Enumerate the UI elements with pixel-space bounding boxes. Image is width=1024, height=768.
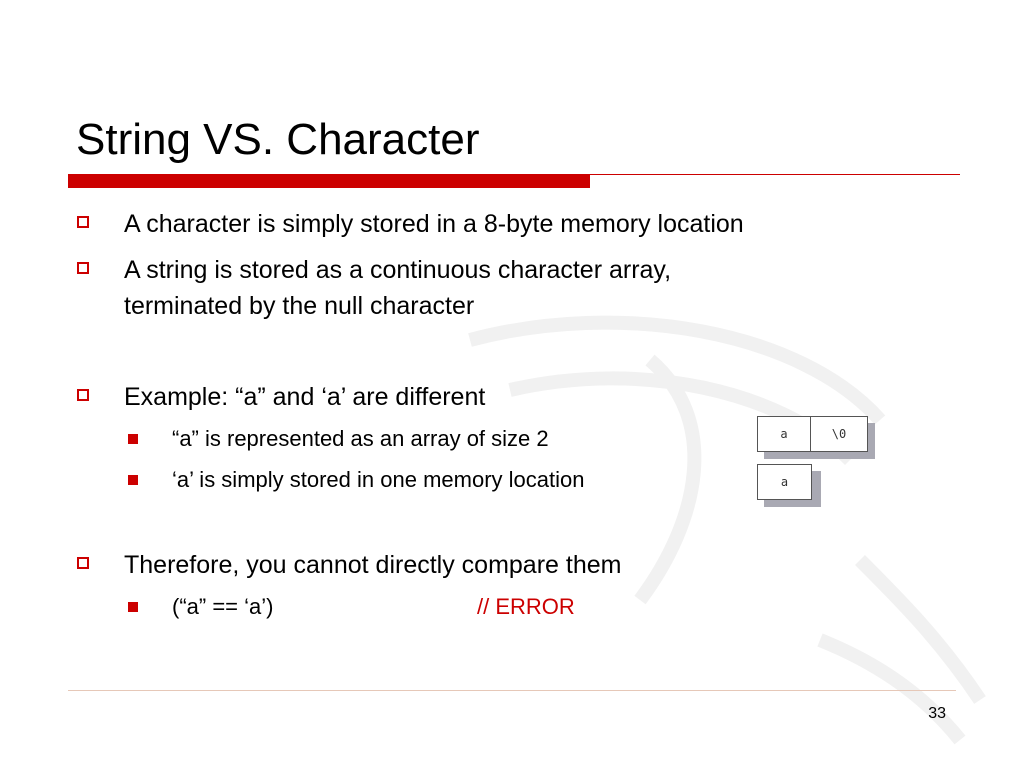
bullet-text: Example: “a” and ‘a’ are different bbox=[124, 383, 486, 411]
filled-square-bullet-icon bbox=[128, 602, 138, 612]
bullet-text: Therefore, you cannot directly compare t… bbox=[124, 551, 622, 579]
memory-cell: a bbox=[757, 464, 812, 500]
title-accent-bar bbox=[68, 175, 590, 188]
memory-cell: a bbox=[757, 416, 811, 452]
page-number: 33 bbox=[928, 705, 946, 722]
sub-bullet-item: (“a” == ‘a’) bbox=[128, 593, 274, 621]
sub-bullet-item: “a” is represented as an array of size 2 bbox=[128, 425, 549, 453]
filled-square-bullet-icon bbox=[128, 475, 138, 485]
bullet-item: A character is simply stored in a 8-byte… bbox=[77, 206, 744, 242]
sub-bullet-item: ‘a’ is simply stored in one memory locat… bbox=[128, 466, 585, 494]
bullet-text-line: terminated by the null character bbox=[124, 292, 475, 320]
error-comment: // ERROR bbox=[477, 594, 575, 619]
bullet-text: A character is simply stored in a 8-byte… bbox=[124, 210, 744, 238]
bullet-item: A string is stored as a continuous chara… bbox=[77, 252, 672, 324]
hollow-square-bullet-icon bbox=[77, 557, 89, 569]
hollow-square-bullet-icon bbox=[77, 216, 89, 228]
bullet-item: Therefore, you cannot directly compare t… bbox=[77, 547, 622, 583]
title-rule bbox=[68, 174, 960, 175]
sub-bullet-text: ‘a’ is simply stored in one memory locat… bbox=[172, 467, 585, 492]
hollow-square-bullet-icon bbox=[77, 262, 89, 274]
filled-square-bullet-icon bbox=[128, 434, 138, 444]
char-cell-diagram: a bbox=[757, 464, 821, 510]
footer-rule bbox=[68, 690, 956, 691]
slide-title: String VS. Character bbox=[76, 115, 480, 164]
sub-bullet-text: “a” is represented as an array of size 2 bbox=[172, 426, 549, 451]
string-array-diagram: a \0 bbox=[757, 416, 875, 462]
sub-bullet-text: (“a” == ‘a’) bbox=[172, 594, 274, 619]
memory-cell: \0 bbox=[810, 416, 868, 452]
bullet-text-line: A string is stored as a continuous chara… bbox=[124, 256, 672, 284]
hollow-square-bullet-icon bbox=[77, 389, 89, 401]
bullet-item: Example: “a” and ‘a’ are different bbox=[77, 379, 486, 415]
